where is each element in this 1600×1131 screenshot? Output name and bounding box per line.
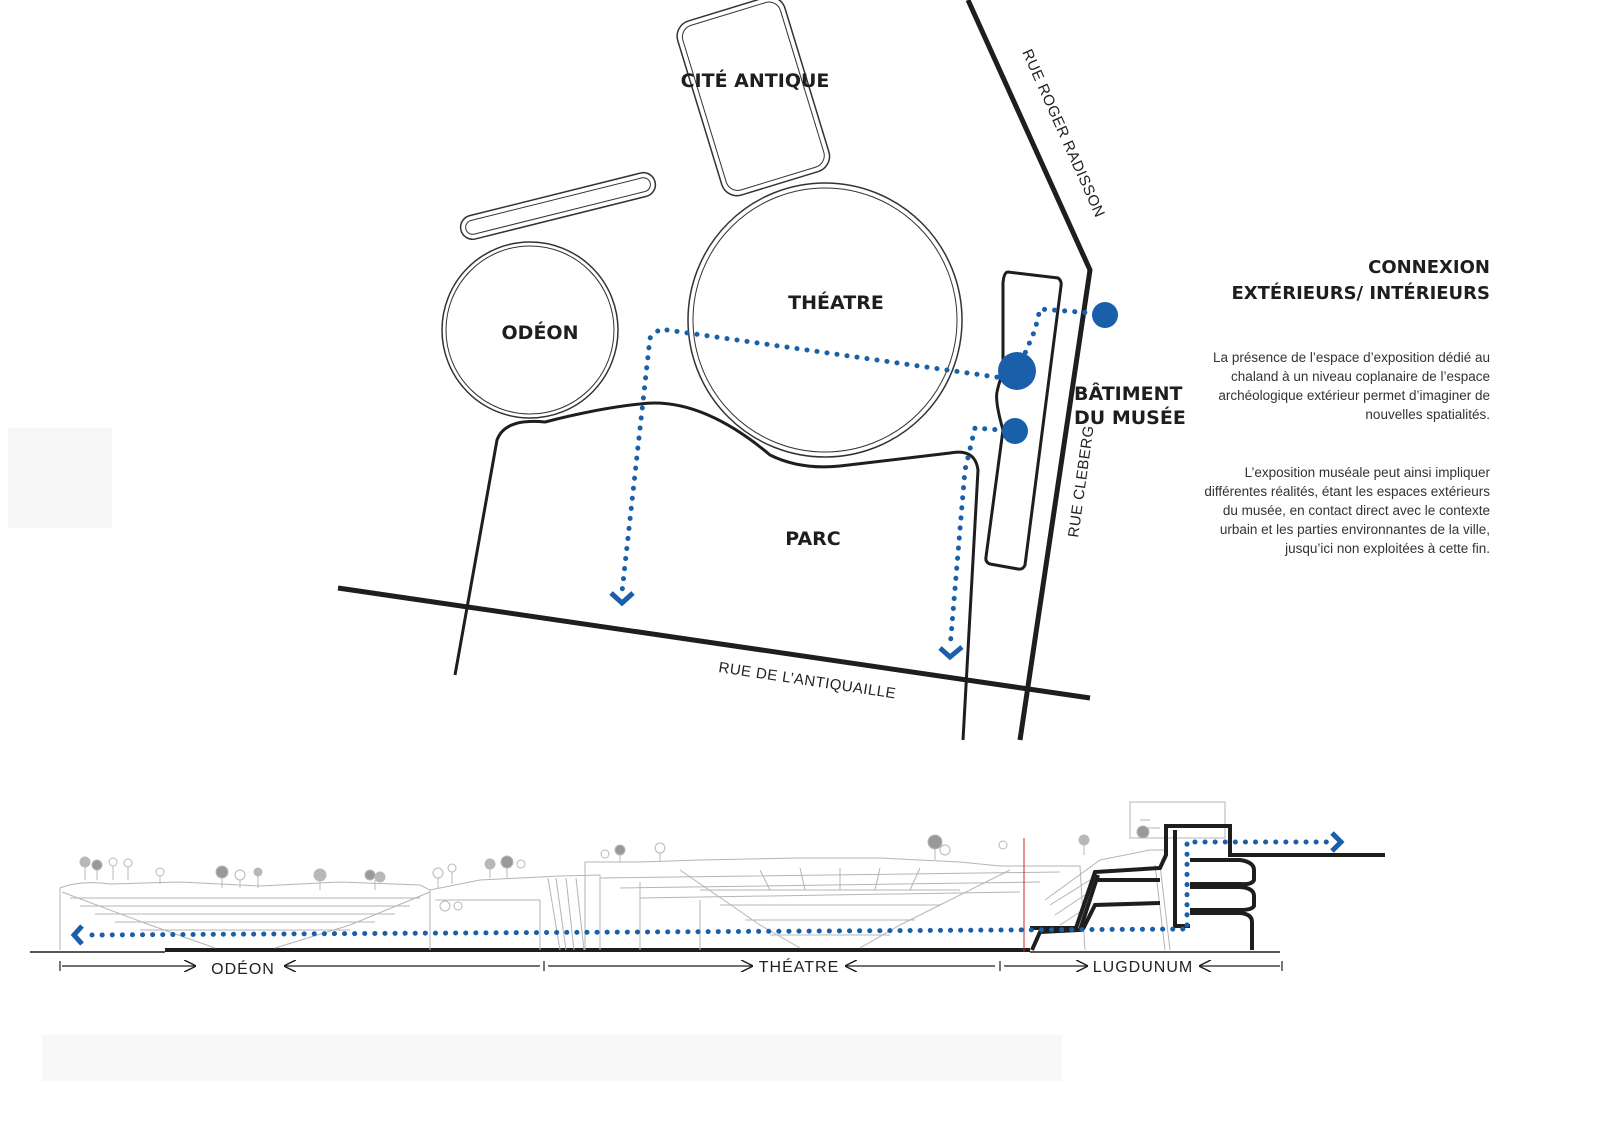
- sidebar-title-line2: EXTÉRIEURS/ INTÉRIEURS: [1231, 283, 1490, 304]
- label-theatre: THÉATRE: [788, 291, 884, 314]
- section-label-lugdunum: LUGDUNUM: [1093, 959, 1193, 976]
- node-museum-secondary: [1002, 418, 1028, 444]
- section-arrowhead-right: [1330, 831, 1345, 853]
- faint-background-panel-bottom: [42, 1035, 1062, 1081]
- arrowhead-down-right: [938, 645, 964, 661]
- section-arrowhead-left: [70, 924, 84, 946]
- node-museum-main: [998, 352, 1036, 390]
- circulation-nodes: [998, 302, 1118, 444]
- rue-roger-radisson-cleberg-line: [965, 0, 1093, 741]
- path-museum-to-theatre-odeon: [619, 326, 1020, 595]
- path-museum-to-antiquaille: [947, 425, 1018, 651]
- circulation-paths: [619, 306, 1108, 651]
- section-odeon-profile: [59, 874, 601, 951]
- label-batiment-line2: DU MUSÉE: [1074, 406, 1186, 429]
- antique-strip-outline: [459, 171, 657, 241]
- arrowhead-down-left: [609, 591, 635, 607]
- label-batiment-line1: BÂTIMENT: [1074, 382, 1183, 405]
- cite-antique-outline: [676, 0, 831, 197]
- section-theatre-profile: [584, 857, 1086, 951]
- sidebar-paragraph-2: L’exposition muséale peut ainsi implique…: [1204, 465, 1490, 556]
- path-street-to-museum: [1014, 306, 1108, 375]
- theatre-outline: [687, 182, 963, 458]
- street-label-roger-radisson: RUE ROGER RADISSON: [1018, 47, 1108, 221]
- circulation-arrowheads: [609, 591, 964, 661]
- odeon-outline: [441, 241, 619, 419]
- park-boundary: [453, 401, 980, 741]
- sidebar-title-line1: CONNEXION: [1368, 257, 1490, 278]
- label-odeon: ODÉON: [502, 321, 579, 344]
- sidebar-title: CONNEXION EXTÉRIEURS/ INTÉRIEURS: [1160, 255, 1490, 307]
- museum-building-outline: [984, 270, 1063, 571]
- section-circulation-path: [89, 839, 1338, 938]
- section-dimension-lines: [59, 961, 1283, 971]
- node-street-entry: [1092, 302, 1118, 328]
- section-label-theatre: THÉATRE: [759, 957, 839, 976]
- faint-background-panel-left: [8, 428, 112, 528]
- label-parc: PARC: [785, 528, 840, 550]
- street-label-cleberg: RUE CLEBERG: [1065, 424, 1098, 538]
- site-section: ODÉON THÉATRE LUGDUNUM: [30, 801, 1385, 978]
- section-trees: [79, 825, 1150, 912]
- section-label-odeon: ODÉON: [211, 959, 275, 978]
- label-cite-antique: CITÉ ANTIQUE: [681, 69, 830, 92]
- rue-antiquaille-line: [337, 585, 1091, 701]
- sidebar-paragraph-1: La présence de l’espace d’exposition déd…: [1213, 350, 1490, 422]
- site-plan: CITÉ ANTIQUE ODÉON THÉATRE PARC BÂTIMENT…: [337, 0, 1186, 741]
